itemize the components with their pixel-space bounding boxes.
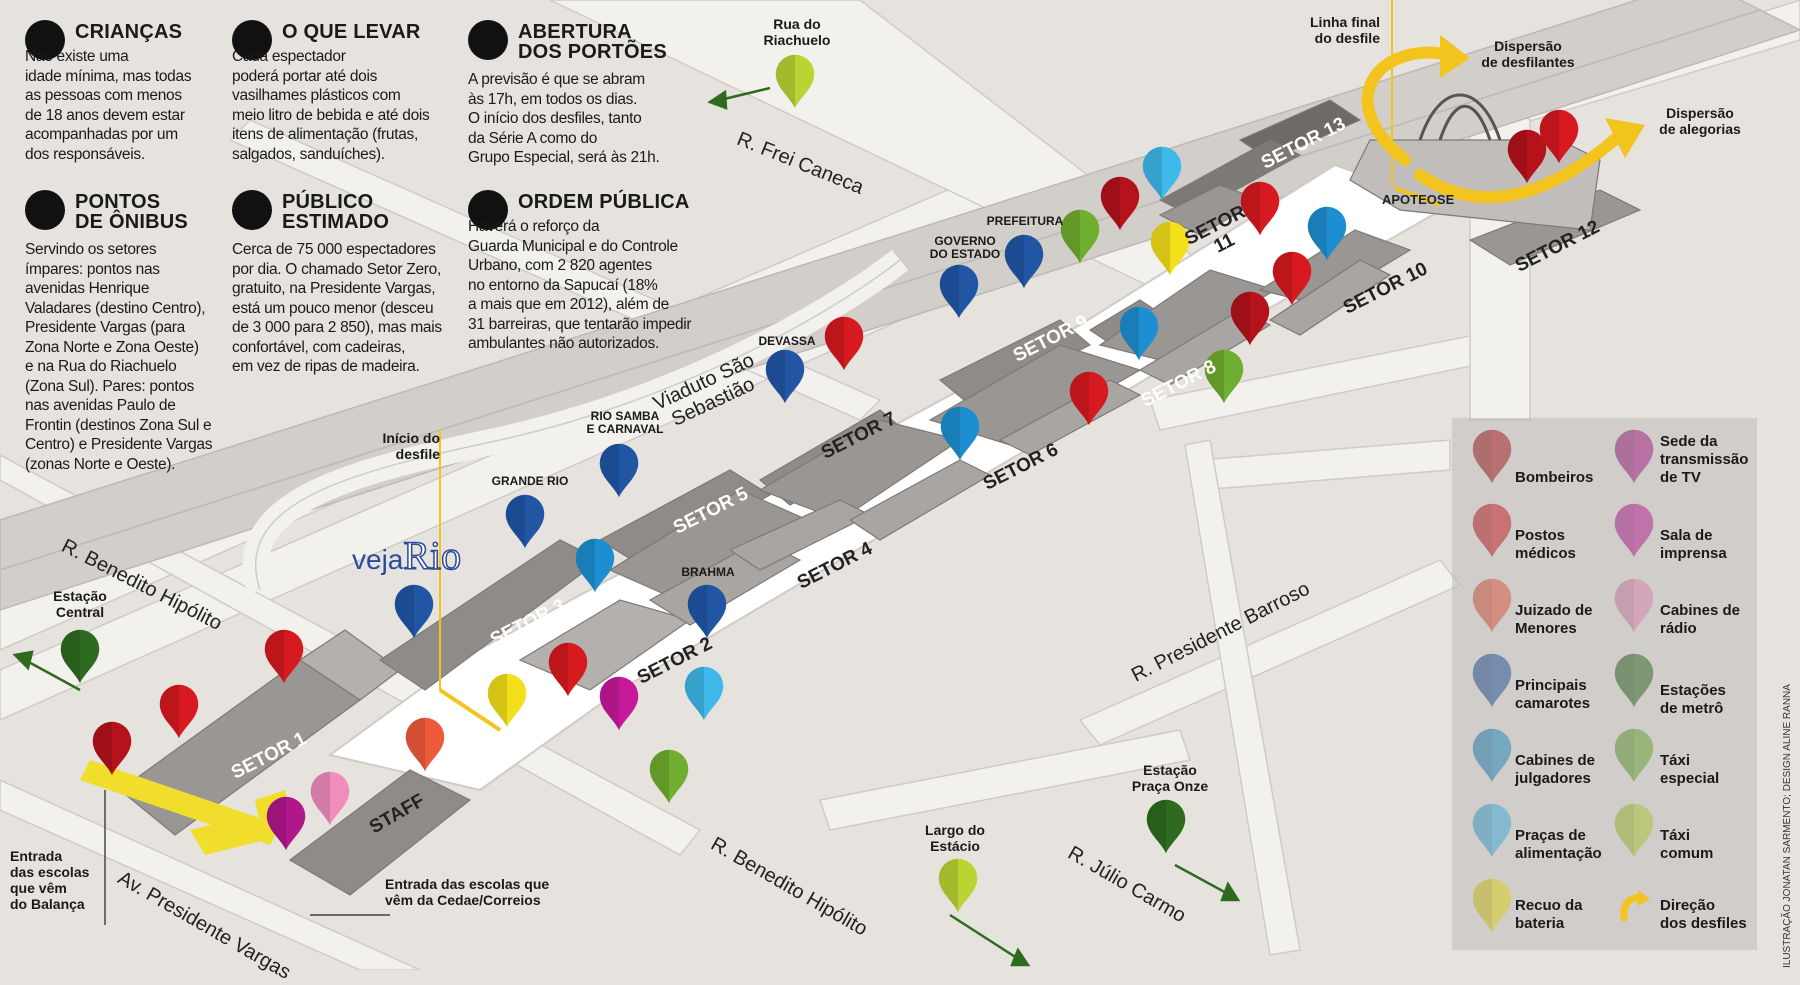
label-entrada-balanca: Entrada das escolas que vêm do Balança [10,848,90,912]
label-governo-estado: GOVERNO DO ESTADO [929,234,1001,261]
info-text: Cerca de 75 000 espectadores por dia. O … [232,241,442,375]
label-entrada-cedae: Entrada das escolas que vêm da Cedae/Cor… [385,876,550,908]
label-linha-final: Linha final do desfile [1310,14,1380,46]
bus-icon [25,190,65,230]
gate-icon [468,20,508,60]
legend-label-taxi-especial: Táxi especial [1660,752,1720,787]
legend-label-juizado: Juizado de Menores [1515,602,1593,637]
info-text: Servindo os setores ímpares: pontos nas … [25,241,213,473]
legend-label-imprensa: Sala de imprensa [1660,527,1727,562]
child-icon [25,20,65,60]
label-inicio-desfile: Início do desfile [382,430,440,462]
people-icon [232,190,272,230]
label-devassa: DEVASSA [758,334,816,348]
label-estacao-praca-onze: Estação Praça Onze [1131,762,1209,794]
legend-label-taxi-comum: Táxi comum [1660,827,1714,862]
label-prefeitura: PREFEITURA [986,214,1064,228]
info-text: Cada espectador poderá portar até dois v… [232,48,430,163]
label-estacao-central: Estação Central [53,588,107,620]
label-rua-riachuelo: Rua do Riachuelo [763,16,831,48]
info-text: Haverá o reforço da Guarda Municipal e d… [468,218,692,352]
label-grande-rio: GRANDE RIO [491,474,569,488]
legend-label-bombeiros: Bombeiros [1515,469,1594,486]
legend-label-metro: Estações de metrô [1660,682,1726,717]
label-rio-samba: RIO SAMBA E CARNAVAL [586,409,664,436]
info-title: ABERTURA DOS PORTÕES [518,21,667,63]
legend-label-postos-medicos: Postos médicos [1515,527,1576,562]
credit-line: ILUSTRAÇÃO JONATAN SARMENTO; DESIGN ALIN… [1782,684,1793,968]
police-icon [468,190,508,230]
legend-label-bateria: Recuo da bateria [1515,897,1583,932]
veja-rio-logo: vejaRio [352,532,462,579]
legend-label-tv: Sede da transmissão de TV [1660,433,1749,486]
legend-label-camarotes: Principais camarotes [1515,677,1591,712]
info-title: O QUE LEVAR [282,21,421,43]
legend-label-alimentacao: Praças de alimentação [1515,827,1602,862]
label-largo-estacio: Largo do Estácio [925,822,985,854]
label-dispersao-alegorias: Dispersão de alegorias [1659,105,1741,137]
info-text: A previsão é que se abram às 17h, em tod… [468,71,660,166]
map-legend [1452,418,1757,950]
label-dispersao-desfilantes: Dispersão de desfilantes [1481,38,1575,70]
info-title: PONTOS DE ÔNIBUS [75,191,188,233]
info-text: Não existe uma idade mínima, mas todas a… [25,48,192,163]
arrow-icon [1618,888,1652,922]
legend-label-julgadores: Cabines de julgadores [1515,752,1596,787]
sector-apoteose: APOTEOSE [1382,192,1455,207]
food-icon [232,20,272,60]
legend-label-direcao: Direção dos desfiles [1660,897,1747,932]
label-brahma: BRAHMA [681,565,735,579]
info-title: CRIANÇAS [75,21,183,43]
legend-label-radio: Cabines de rádio [1660,602,1741,637]
info-title: ORDEM PÚBLICA [518,191,690,213]
info-title: PÚBLICO ESTIMADO [282,191,390,233]
